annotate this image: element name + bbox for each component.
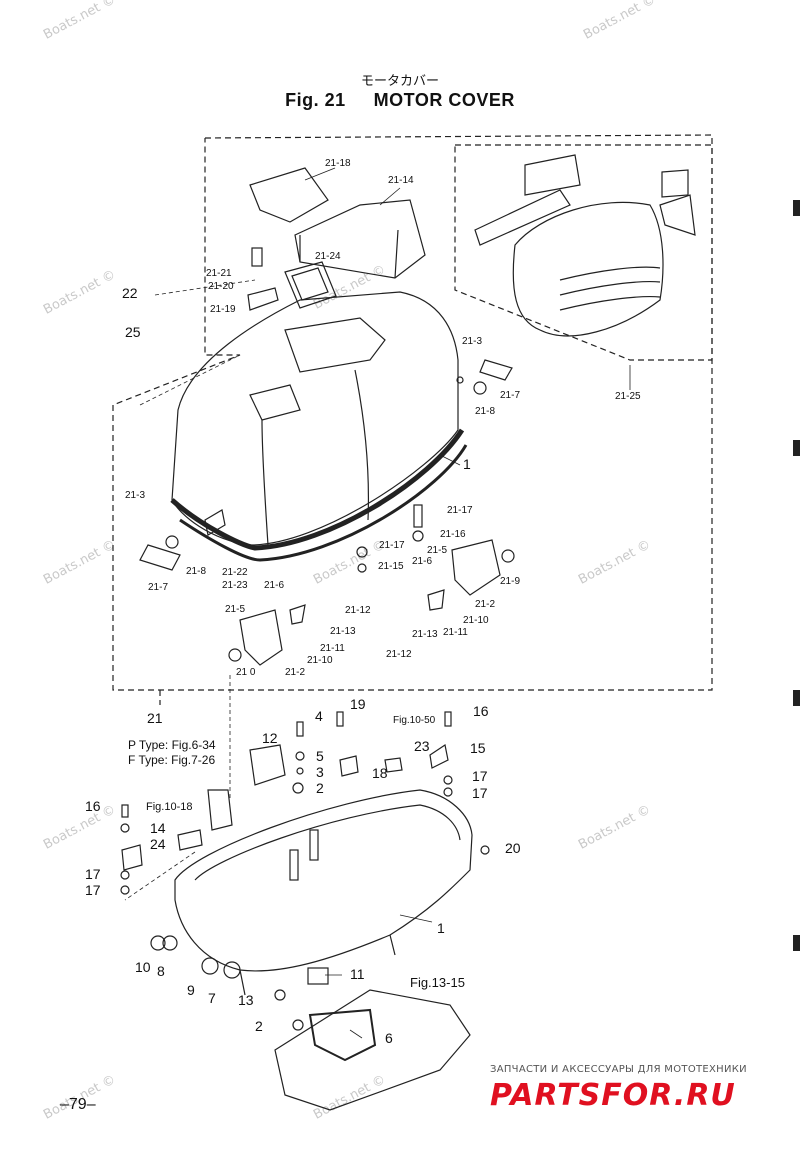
figure-number: Fig. 21 [285, 90, 346, 110]
callout-10: 10 [135, 959, 151, 975]
callout-23: 23 [414, 738, 430, 754]
callout-2-lower: 2 [255, 1018, 263, 1034]
figure-name: MOTOR COVER [373, 90, 515, 110]
callout-21-9: 21-9 [500, 576, 521, 587]
leader-lines [124, 167, 631, 1039]
callout-25: 25 [125, 324, 141, 340]
callout-6: 6 [385, 1030, 393, 1046]
callout-1-upper: 1 [463, 456, 471, 472]
callout-20: 20 [505, 840, 521, 856]
callout-21-6-left: 21-6 [264, 580, 285, 591]
callout-21-19: 21-19 [210, 304, 236, 315]
ref-fig-13-15: Fig.13-15 [410, 975, 465, 990]
callout-21-23: 21-23 [222, 580, 248, 591]
callout-17-left-a: 17 [85, 866, 101, 882]
callout-21-2: 21-2 [475, 599, 496, 610]
callout-8: 8 [157, 963, 165, 979]
upper-group-boundary [112, 134, 713, 705]
callout-21-3: 21-3 [462, 336, 483, 347]
callout-21: 21 [147, 710, 163, 726]
callout-21-15: 21-15 [378, 561, 404, 572]
edge-mark [793, 935, 800, 951]
callout-21-2-left: 21-2 [285, 667, 306, 678]
callout-16: 16 [473, 703, 489, 719]
edge-mark [793, 440, 800, 456]
callout-21-17: 21-17 [447, 505, 473, 516]
bolts-and-washers [120, 711, 490, 1001]
callout-21-8: 21-8 [475, 406, 496, 417]
callout-19: 19 [350, 696, 366, 712]
callout-21-5: 21-5 [427, 545, 448, 556]
mount-plate-fig-13-15 [274, 989, 471, 1111]
note-f-type: F Type: Fig.7-26 [128, 753, 216, 767]
callout-4: 4 [315, 708, 323, 724]
callout-16-left: 16 [85, 798, 101, 814]
edge-mark [793, 200, 800, 216]
callout-21-13-mid: 21-13 [330, 626, 356, 637]
brand-logo: PARTSFOR.RU [490, 1078, 736, 1113]
grommets [150, 935, 329, 985]
bracket-parts [121, 744, 449, 871]
callout-21-5-left: 21-5 [225, 604, 246, 615]
bottom-cowling [174, 789, 473, 996]
callout-18: 18 [372, 765, 388, 781]
callout-21-13: 21-13 [412, 629, 438, 640]
callout-21-12: 21-12 [386, 649, 412, 660]
callout-21-3-left: 21-3 [125, 490, 146, 501]
brand-tagline: ЗАПЧАСТИ И АКСЕССУАРЫ ДЛЯ МОТОТЕХНИКИ [490, 1064, 747, 1075]
decals-21-25 [474, 154, 696, 337]
callout-2: 2 [316, 780, 324, 796]
ref-fig-10-18: Fig.10-18 [146, 801, 193, 813]
callout-15: 15 [470, 740, 486, 756]
callout-9: 9 [187, 982, 195, 998]
callout-21-10: 21-10 [463, 615, 489, 626]
callout-21-11: 21-11 [443, 627, 468, 638]
callout-21-8-left: 21-8 [186, 566, 207, 577]
ref-fig-10-50: Fig.10-50 [393, 715, 436, 726]
callout-3: 3 [316, 764, 324, 780]
japanese-title: モータカバー [360, 74, 439, 89]
callout-21-17-b: 21-17 [379, 540, 405, 551]
lock-assembly [247, 247, 279, 311]
callout-21-10-mid: 21-10 [307, 655, 333, 666]
figure-title: Fig. 21 MOTOR COVER [0, 90, 800, 111]
callout-5: 5 [316, 748, 324, 764]
latch-hardware [139, 359, 515, 666]
note-p-type: P Type: Fig.6-34 [128, 738, 216, 752]
callout-17-a: 17 [472, 768, 488, 784]
callout-21-6: 21-6 [412, 556, 433, 567]
edge-mark [793, 690, 800, 706]
callout-21-25: 21-25 [615, 391, 641, 402]
callout-21-0: 21 0 [236, 667, 256, 678]
callout-22: 22 [122, 285, 138, 301]
page-number: –79– [60, 1096, 96, 1113]
callout-12: 12 [262, 730, 278, 746]
callout-21-7-left: 21-7 [148, 582, 169, 593]
callout-21-7: 21-7 [500, 390, 521, 401]
callout-21-20: 21-20 [208, 281, 234, 292]
callout-21-12-mid: 21-12 [345, 605, 371, 616]
callout-21-14: 21-14 [388, 175, 414, 186]
callout-21-21: 21-21 [206, 268, 232, 279]
callout-13: 13 [238, 992, 254, 1008]
callout-21-24: 21-24 [315, 251, 341, 262]
cover-flap [249, 167, 329, 223]
callout-11: 11 [350, 966, 365, 982]
callout-17-left-b: 17 [85, 882, 101, 898]
callout-14: 14 [150, 820, 166, 836]
callout-7: 7 [208, 990, 216, 1006]
callout-21-22: 21-22 [222, 567, 248, 578]
cover-lid [294, 199, 426, 279]
top-cowling [170, 291, 468, 562]
callout-21-18: 21-18 [325, 158, 351, 169]
callout-17-b: 17 [472, 785, 488, 801]
callout-24: 24 [150, 836, 166, 852]
lid-seal [284, 261, 337, 309]
callout-21-11-mid: 21-11 [320, 643, 345, 654]
callout-21-16: 21-16 [440, 529, 466, 540]
callout-1-lower: 1 [437, 920, 445, 936]
